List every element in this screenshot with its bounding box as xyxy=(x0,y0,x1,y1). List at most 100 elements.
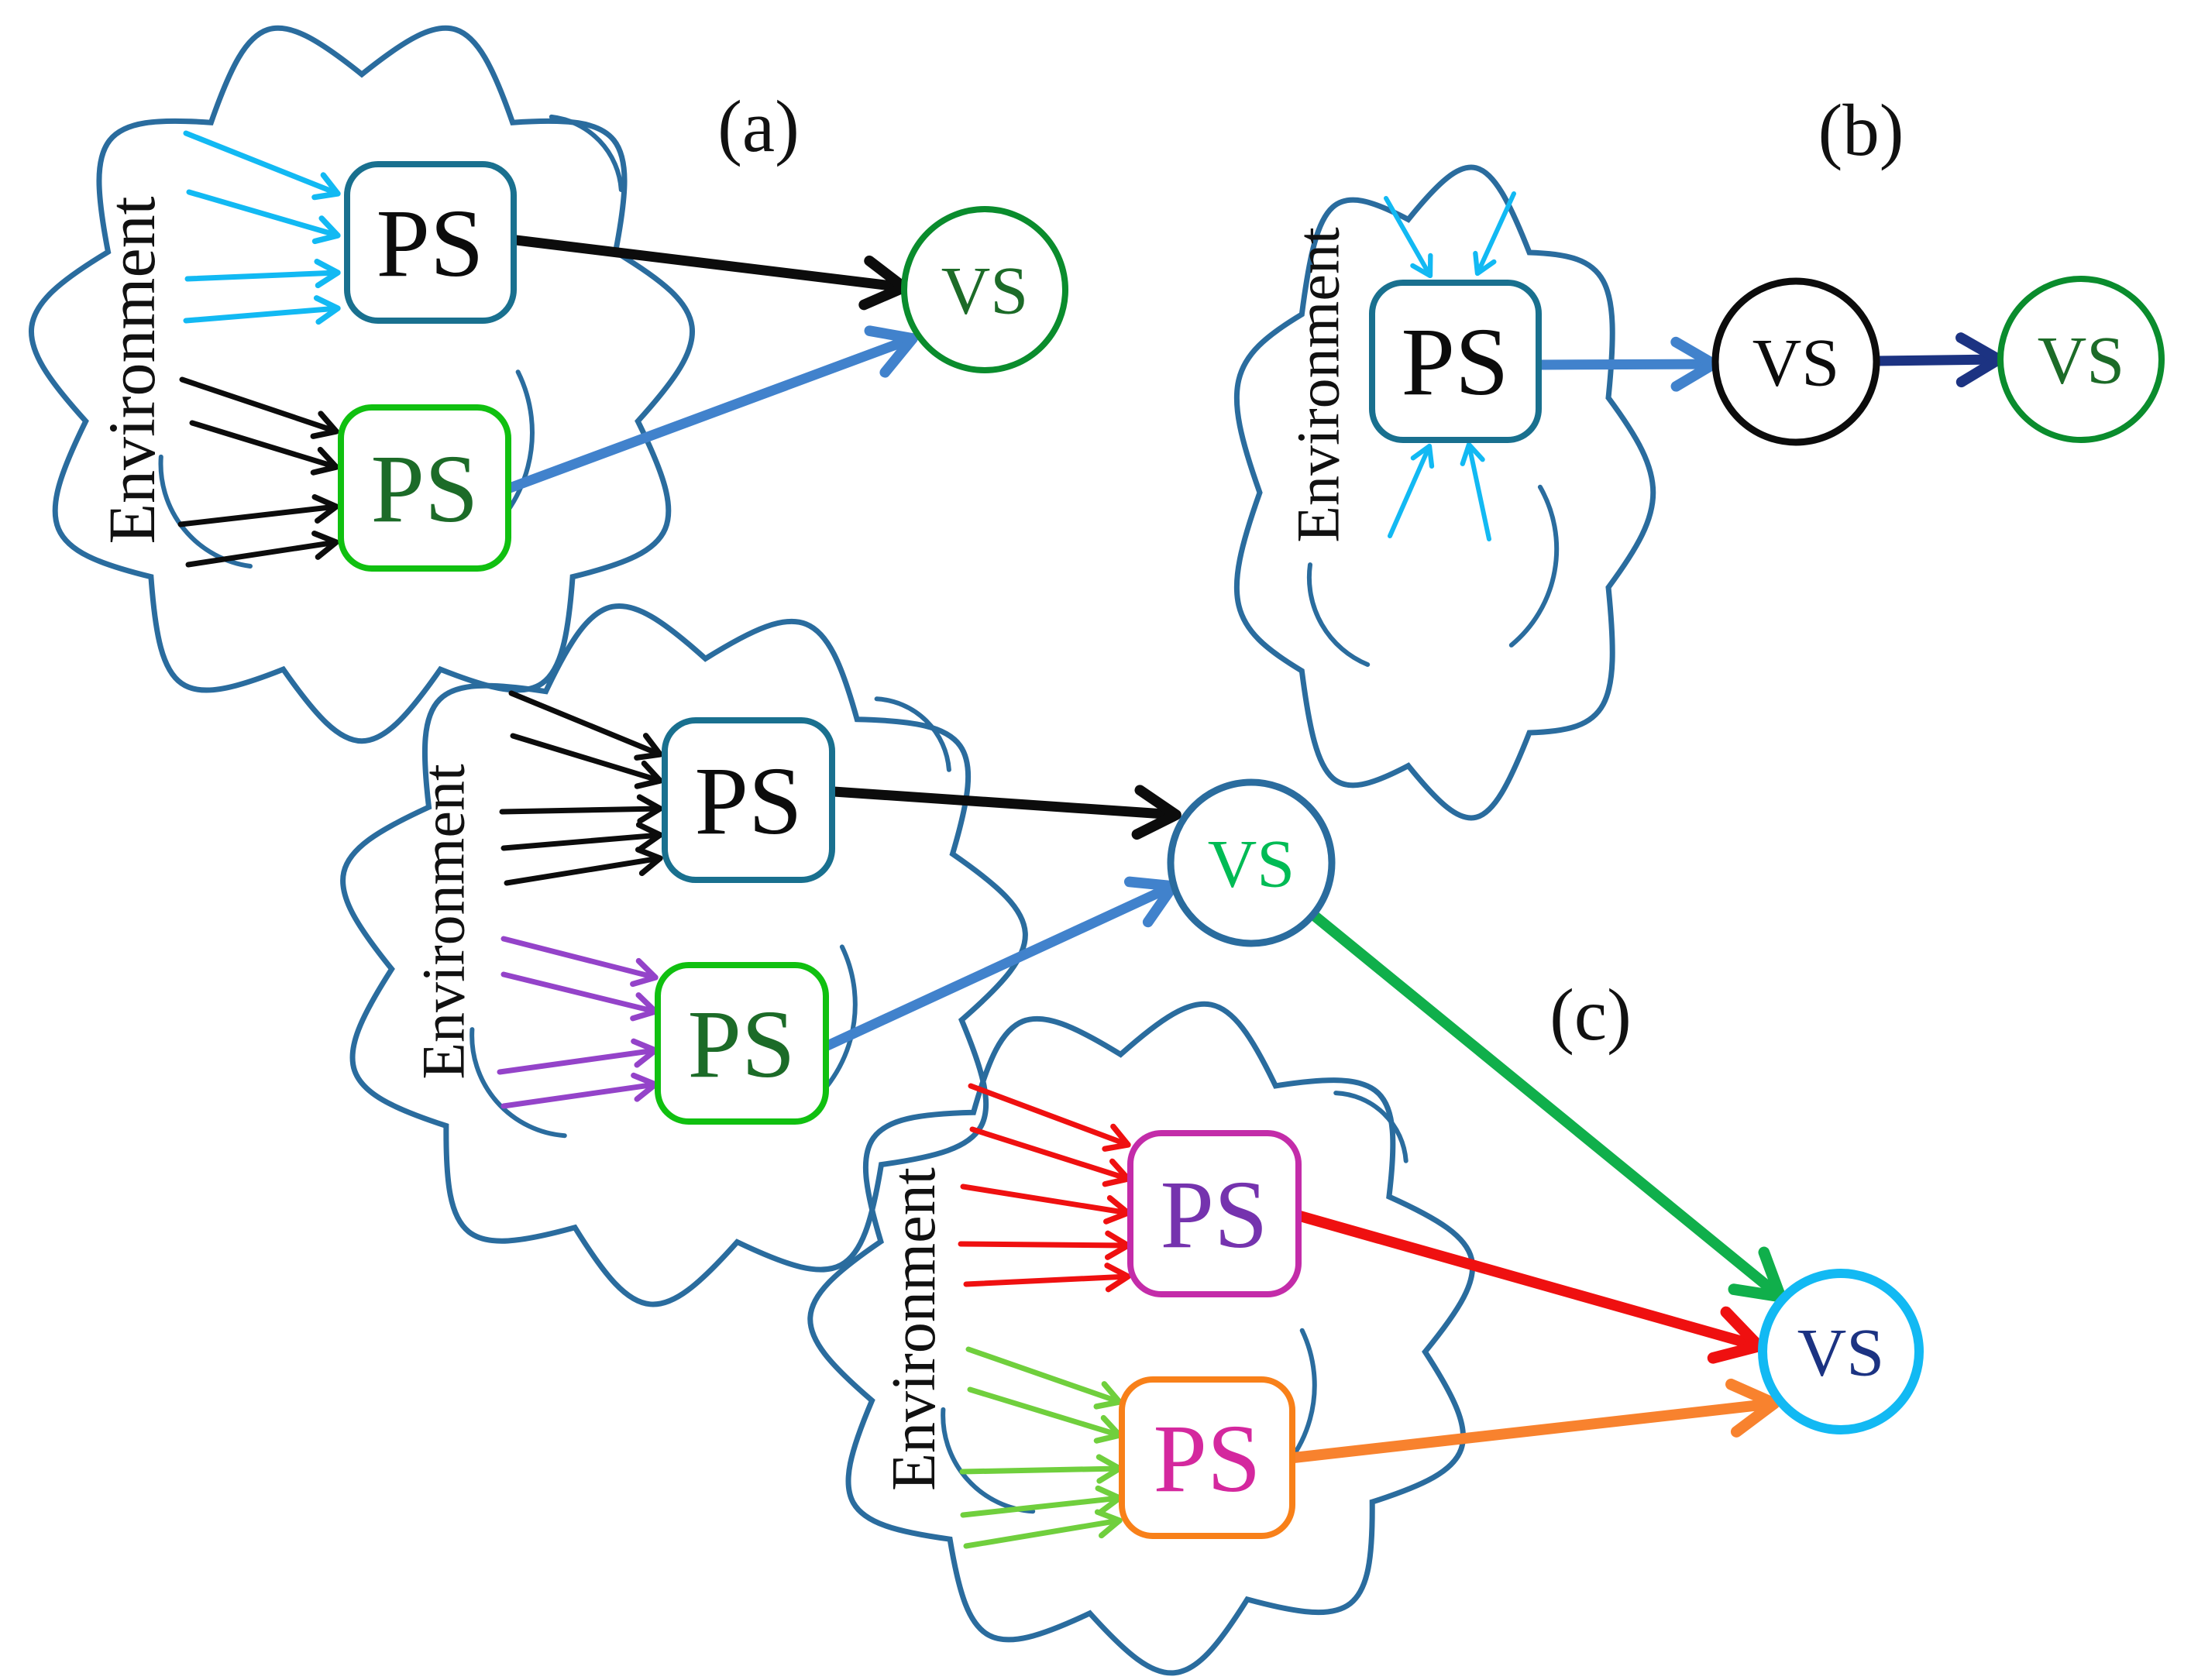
virtual-sensor-a: VS xyxy=(901,206,1068,373)
vs-label: VS xyxy=(1208,827,1295,902)
cloud-inner-arc xyxy=(1306,562,1371,667)
cloud-inner-arc xyxy=(470,1027,567,1139)
stimulus-arrow xyxy=(500,936,659,988)
ps-to-vs-arrow-b-blue xyxy=(1535,336,1719,392)
environment-cloud-b: Environment xyxy=(1233,164,1656,821)
ps-box xyxy=(1127,1130,1302,1297)
vs-circle xyxy=(1167,778,1336,947)
vs-label: VS xyxy=(1752,326,1840,401)
panel-label-c: (c) xyxy=(1550,974,1631,1056)
panel-label-a: (a) xyxy=(717,85,799,167)
environment-label-d: Environment xyxy=(880,1167,948,1491)
ps-label: PS xyxy=(1160,1162,1267,1269)
vs-circle xyxy=(1711,277,1880,446)
vs-to-vs-arrow-b-navy xyxy=(1873,332,2004,388)
stimulus-arrow xyxy=(965,1346,1123,1410)
ps-box xyxy=(338,404,511,572)
vs-label: VS xyxy=(1797,1316,1885,1391)
stimulus-arrow xyxy=(968,1083,1131,1152)
stimulus-arrows-d-red xyxy=(958,1083,1131,1293)
cloud-outline xyxy=(28,25,696,744)
stimulus-arrow xyxy=(497,1038,659,1075)
ps-box xyxy=(1369,280,1542,443)
stimulus-arrow xyxy=(185,531,339,568)
cloud-inner-arc xyxy=(874,696,951,772)
stimulus-arrows-c-black xyxy=(499,690,663,886)
vs-label: VS xyxy=(2038,324,2125,399)
virtual-sensor-c2: VS xyxy=(1758,1269,1924,1434)
cloud-inner-arc xyxy=(941,1407,1036,1514)
stimulus-arrow xyxy=(186,189,341,245)
physical-sensor-a2: PS xyxy=(338,404,511,572)
stimulus-arrow xyxy=(189,420,339,476)
physical-sensor-c1: PS xyxy=(662,717,835,883)
environment-cloud-c: Environment xyxy=(340,603,1028,1307)
stimulus-arrow xyxy=(500,971,659,1022)
ps-box xyxy=(1119,1376,1295,1539)
stimulus-arrows-c-purple xyxy=(497,936,659,1109)
ps-to-vs-arrow-c-orange xyxy=(1288,1378,1780,1463)
stimulus-arrow xyxy=(184,259,341,289)
stimulus-arrow xyxy=(508,690,663,761)
stimulus-arrow xyxy=(179,376,339,439)
stimulus-arrows-a-cyan xyxy=(183,130,341,325)
stimulus-arrow xyxy=(183,295,341,325)
stimulus-arrow xyxy=(960,1184,1131,1225)
physical-sensor-c2: PS xyxy=(655,962,829,1125)
environment-cloud-d: Environment xyxy=(807,1001,1476,1676)
cloud-inner-arc xyxy=(549,114,624,192)
stimulus-arrow xyxy=(1460,441,1491,541)
stimulus-arrow xyxy=(499,794,663,824)
stimulus-arrow xyxy=(500,822,663,852)
vs-circle xyxy=(1997,276,2165,443)
stimulus-arrows-b-cyan xyxy=(1384,191,1516,541)
stimulus-arrow xyxy=(960,1485,1123,1518)
stimulus-arrows-a-black xyxy=(177,376,339,568)
cloud-inner-arc xyxy=(1508,484,1560,648)
stimulus-arrow xyxy=(1384,196,1433,279)
ps-to-vs-arrow-c-blue xyxy=(822,876,1178,1051)
stimulus-arrow xyxy=(183,130,341,201)
ps-box xyxy=(344,161,517,324)
ps-label: PS xyxy=(694,748,802,855)
stimulus-arrow xyxy=(500,1072,659,1109)
stimulus-arrow xyxy=(958,1230,1131,1260)
panel-label-b: (b) xyxy=(1818,89,1904,171)
ps-box xyxy=(662,717,835,883)
ps-to-vs-arrow-c-black xyxy=(828,785,1181,840)
environment-label-a: Environment xyxy=(95,196,169,544)
physical-sensor-a1: PS xyxy=(344,161,517,324)
physical-sensor-d1: PS xyxy=(1127,1130,1302,1297)
physical-sensor-d2: PS xyxy=(1119,1376,1295,1539)
ps-to-vs-arrow-a-blue xyxy=(504,325,918,493)
ps-label: PS xyxy=(1153,1406,1261,1513)
stimulus-arrows-d-green xyxy=(959,1346,1123,1549)
stimulus-arrow xyxy=(963,1263,1131,1293)
stimulus-arrow xyxy=(959,1454,1123,1484)
stimulus-arrow xyxy=(504,847,663,886)
virtual-sensor-b1: VS xyxy=(1711,277,1880,446)
environment-label-c: Environment xyxy=(410,764,477,1080)
virtual-sensor-b2: VS xyxy=(1997,276,2165,443)
virtual-sensor-c1: VS xyxy=(1167,778,1336,947)
stimulus-arrow xyxy=(969,1126,1131,1187)
vs-circle xyxy=(1758,1269,1924,1434)
ps-label: PS xyxy=(376,191,483,297)
ps-to-vs-arrow-a-black xyxy=(511,235,910,311)
vs-circle xyxy=(901,206,1068,373)
cloud-outline xyxy=(1233,164,1656,821)
cloud-outline xyxy=(807,1001,1476,1676)
environment-label-b: Environment xyxy=(1285,227,1352,543)
stimulus-arrow xyxy=(967,1386,1123,1444)
stimulus-arrow xyxy=(1473,191,1516,277)
stimulus-arrow xyxy=(177,494,339,527)
cloud-inner-arc xyxy=(1333,1091,1408,1163)
cloud-outline xyxy=(340,603,1028,1307)
ps-label: PS xyxy=(687,991,795,1098)
physical-sensor-b: PS xyxy=(1369,280,1542,443)
vs-to-vs-arrow-c-green xyxy=(1308,909,1787,1303)
cloud-inner-arc xyxy=(158,454,253,569)
ps-to-vs-arrow-c-red xyxy=(1295,1211,1765,1364)
stimulus-arrow xyxy=(510,733,663,789)
